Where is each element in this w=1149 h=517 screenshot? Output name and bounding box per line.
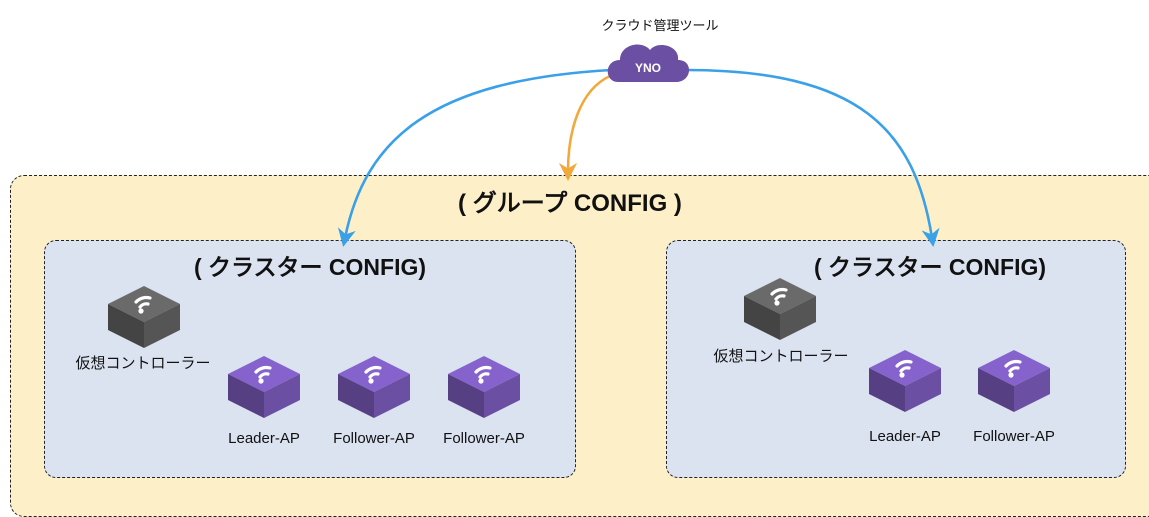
cloud-icon [607, 44, 690, 82]
virtual-controller-icon-1 [108, 286, 180, 348]
ap-label-2-1: Follower-AP [973, 428, 1055, 445]
cluster-config-title-1: ( クラスター CONFIG) [193, 254, 427, 280]
cluster-config-title-2: ( クラスター CONFIG) [813, 254, 1047, 280]
diagram-graphics [108, 44, 1050, 418]
virtual-controller-icon-2 [744, 278, 816, 340]
ap-label-1-0: Leader-AP [228, 430, 300, 447]
cloud-logo-text: YNO [634, 61, 661, 75]
cloud-caption: クラウド管理ツール [601, 18, 719, 33]
follower-ap-icon-1b [448, 356, 520, 418]
blue-arrow-left [337, 68, 613, 247]
controller-label-2: 仮想コントローラー [713, 348, 849, 365]
leader-ap-icon-2 [869, 350, 941, 412]
group-config-title: ( グループ CONFIG ) [458, 190, 682, 217]
ap-label-1-2: Follower-AP [443, 430, 525, 447]
follower-ap-icon-1a [338, 356, 410, 418]
follower-ap-icon-2a [978, 350, 1050, 412]
ap-label-1-1: Follower-AP [333, 430, 415, 447]
leader-ap-icon-1 [228, 356, 300, 418]
blue-arrow-right [684, 68, 940, 247]
orange-arrow [558, 74, 611, 182]
ap-label-2-0: Leader-AP [869, 428, 941, 445]
controller-label-1: 仮想コントローラー [75, 355, 211, 372]
